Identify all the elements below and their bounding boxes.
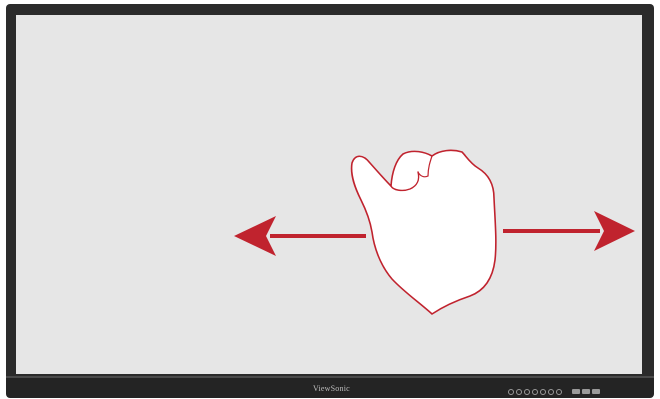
front-control-panel <box>508 387 600 396</box>
control-button <box>516 389 522 395</box>
control-button <box>524 389 530 395</box>
control-button <box>540 389 546 395</box>
control-button <box>532 389 538 395</box>
display-screen <box>16 15 642 374</box>
brand-logo: ViewSonic <box>313 384 350 393</box>
control-button <box>548 389 554 395</box>
power-button <box>508 389 514 395</box>
usb-port <box>582 389 590 394</box>
usb-port <box>572 389 580 394</box>
control-button <box>556 389 562 395</box>
usb-port <box>592 389 600 394</box>
